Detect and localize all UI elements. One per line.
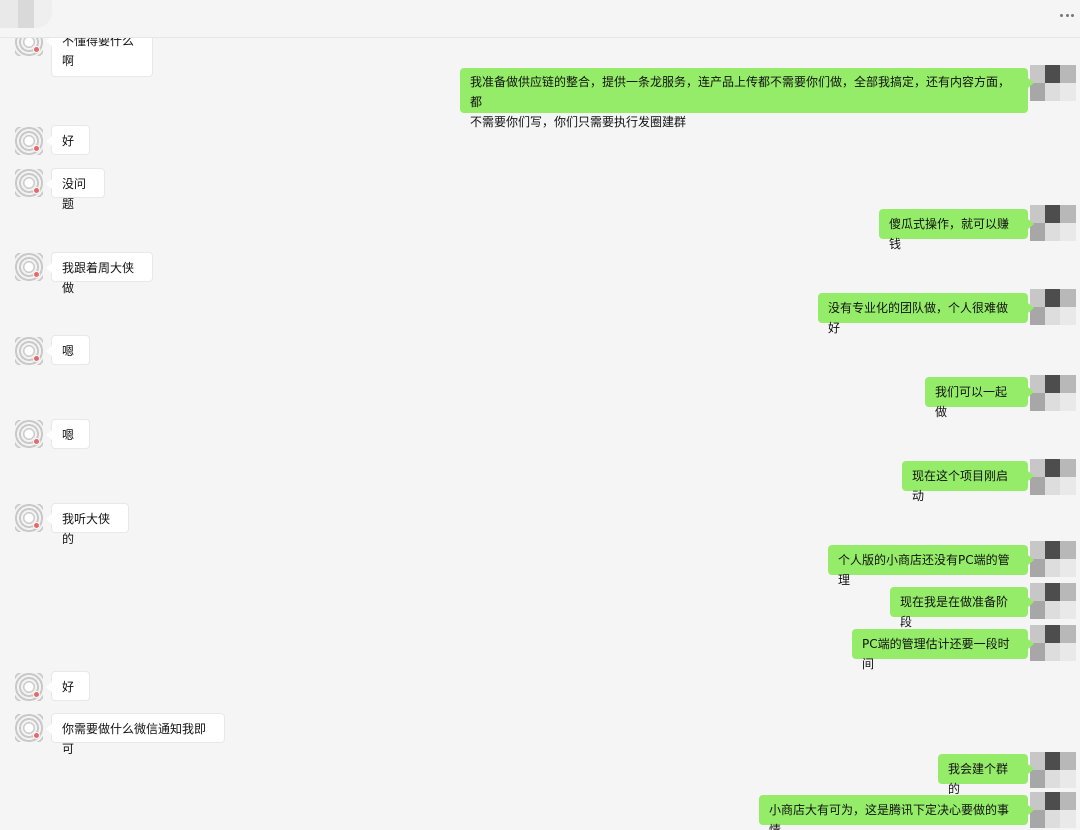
outgoing-avatar[interactable] xyxy=(1030,792,1076,828)
contact-avatar[interactable] xyxy=(0,0,52,28)
message-bubble-incoming: 没问题 xyxy=(46,168,105,211)
incoming-avatar[interactable] xyxy=(15,673,43,701)
message-bubble-outgoing: 现在我是在做准备阶段 xyxy=(890,587,1034,629)
outgoing-avatar[interactable] xyxy=(1030,541,1076,577)
incoming-avatar[interactable] xyxy=(15,504,43,532)
incoming-avatar[interactable] xyxy=(15,420,43,448)
more-dot-icon xyxy=(1065,13,1069,17)
message-bubble-incoming: 我跟着周大侠做 xyxy=(46,252,153,295)
message-bubble-outgoing: 我们可以一起做 xyxy=(925,377,1034,419)
message-bubble-outgoing: PC端的管理估计还要一段时间 xyxy=(852,629,1034,671)
message-bubble-incoming: 好 xyxy=(46,125,90,155)
message-bubble-outgoing: 小商店大有可为，这是腾讯下定决心要做的事情 xyxy=(759,795,1034,830)
message-bubble-incoming: 嗯 xyxy=(46,335,90,365)
message-bubble-outgoing: 现在这个项目刚启动 xyxy=(902,461,1034,503)
outgoing-avatar[interactable] xyxy=(1030,459,1076,495)
more-dot-icon xyxy=(1060,13,1063,17)
message-bubble-outgoing: 没有专业化的团队做，个人很难做好 xyxy=(818,293,1034,335)
outgoing-avatar[interactable] xyxy=(1030,625,1076,661)
more-dot-icon xyxy=(1071,13,1074,17)
more-options-icon[interactable] xyxy=(1060,12,1074,18)
message-bubble-outgoing: 我会建个群的 xyxy=(938,754,1034,796)
message-bubble-incoming: 好 xyxy=(46,671,90,701)
message-bubble-outgoing: 我准备做供应链的整合，提供一条龙服务，连产品上传都不需要你们做，全部我搞定，还有… xyxy=(460,68,1034,129)
outgoing-avatar[interactable] xyxy=(1030,205,1076,241)
incoming-avatar[interactable] xyxy=(15,253,43,281)
outgoing-avatar[interactable] xyxy=(1030,752,1076,788)
message-bubble-outgoing: 傻瓜式操作，就可以赚钱 xyxy=(879,209,1034,251)
message-bubble-incoming: 你需要做什么微信通知我即可 xyxy=(46,713,225,756)
outgoing-avatar[interactable] xyxy=(1030,375,1076,411)
incoming-avatar[interactable] xyxy=(15,714,43,742)
incoming-avatar[interactable] xyxy=(15,169,43,197)
outgoing-avatar[interactable] xyxy=(1030,583,1076,619)
message-bubble-incoming: 我听大侠的 xyxy=(46,503,129,546)
chat-header xyxy=(0,0,1080,38)
outgoing-avatar[interactable] xyxy=(1030,65,1076,101)
incoming-avatar[interactable] xyxy=(15,127,43,155)
outgoing-avatar[interactable] xyxy=(1030,289,1076,325)
message-bubble-incoming: 嗯 xyxy=(46,419,90,449)
message-bubble-outgoing: 个人版的小商店还没有PC端的管理 xyxy=(828,545,1034,587)
incoming-avatar[interactable] xyxy=(15,337,43,365)
